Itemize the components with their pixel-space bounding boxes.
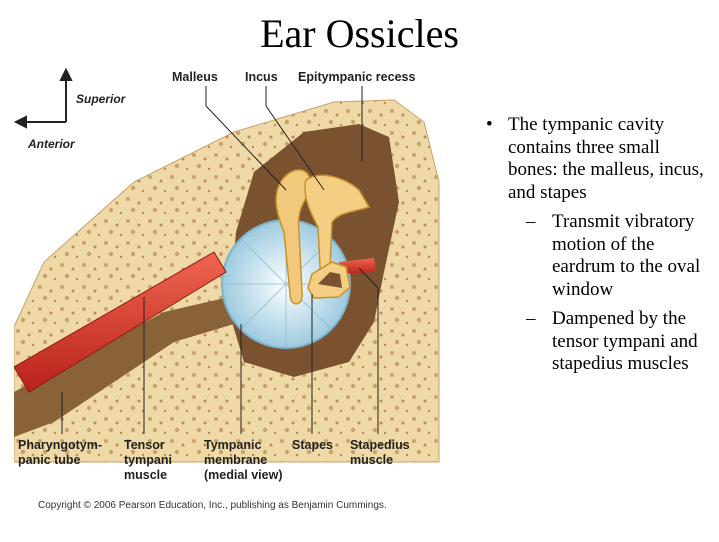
tensor-tympani-label: Tensor tympani muscle	[124, 438, 172, 483]
copyright-notice: Copyright © 2006 Pearson Education, Inc.…	[38, 500, 387, 511]
tympanic-membrane-label-line1: Tympanic	[204, 438, 262, 452]
malleus	[275, 169, 312, 305]
bullet-sub-2-text: Dampened by the tensor tympani and stape…	[552, 308, 698, 374]
slide-title: Ear Ossicles	[260, 11, 459, 56]
sub-bullet-marker: –	[526, 308, 536, 329]
malleus-label: Malleus	[172, 70, 218, 84]
stapedius-label-line2: muscle	[350, 453, 394, 467]
bullet-sub-1: – Transmit vibratory motion of the eardr…	[486, 211, 712, 301]
incus	[304, 174, 371, 275]
tympanic-membrane-label-line3: (medial view)	[204, 468, 283, 482]
pharyngotympanic-tube-label-line1: Pharyngotym-	[18, 438, 103, 452]
tensor-tympani-muscle	[14, 251, 227, 393]
tympanic-membrane-label-line2: membrane	[204, 453, 268, 467]
bullet-marker: •	[486, 114, 493, 135]
bullet-sub-2: – Dampened by the tensor tympani and sta…	[486, 308, 712, 376]
superior-label: Superior	[76, 92, 126, 106]
ear-ossicles-diagram	[14, 67, 440, 463]
epitympanic-recess-label: Epitympanic recess	[298, 70, 416, 84]
incus-label: Incus	[245, 70, 278, 84]
bullet-sub-1-text: Transmit vibratory motion of the eardrum…	[552, 211, 701, 300]
pharyngotympanic-tube-label-line2: panic tube	[18, 453, 81, 467]
bullet-main-text: The tympanic cavity contains three small…	[508, 114, 704, 203]
stapedius-label: Stapedius muscle	[350, 438, 410, 468]
tensor-tympani-label-line2: tympani	[124, 453, 172, 467]
anterior-label: Anterior	[28, 137, 75, 151]
tympanic-membrane-label: Tympanic membrane (medial view)	[204, 438, 283, 483]
tensor-tympani-label-line1: Tensor	[124, 438, 165, 452]
orientation-arrows	[14, 67, 73, 129]
stapedius-label-line1: Stapedius	[350, 438, 410, 452]
stapes-label: Stapes	[292, 438, 333, 452]
bullet-list: • The tympanic cavity contains three sma…	[486, 114, 712, 383]
pharyngotympanic-tube	[14, 297, 234, 437]
pharyngotympanic-tube-label: Pharyngotym- panic tube	[18, 438, 102, 468]
tensor-tympani-label-line3: muscle	[124, 468, 168, 482]
bullet-main: • The tympanic cavity contains three sma…	[486, 114, 712, 204]
stapedius-muscle	[339, 258, 376, 274]
sub-bullet-marker: –	[526, 211, 536, 232]
